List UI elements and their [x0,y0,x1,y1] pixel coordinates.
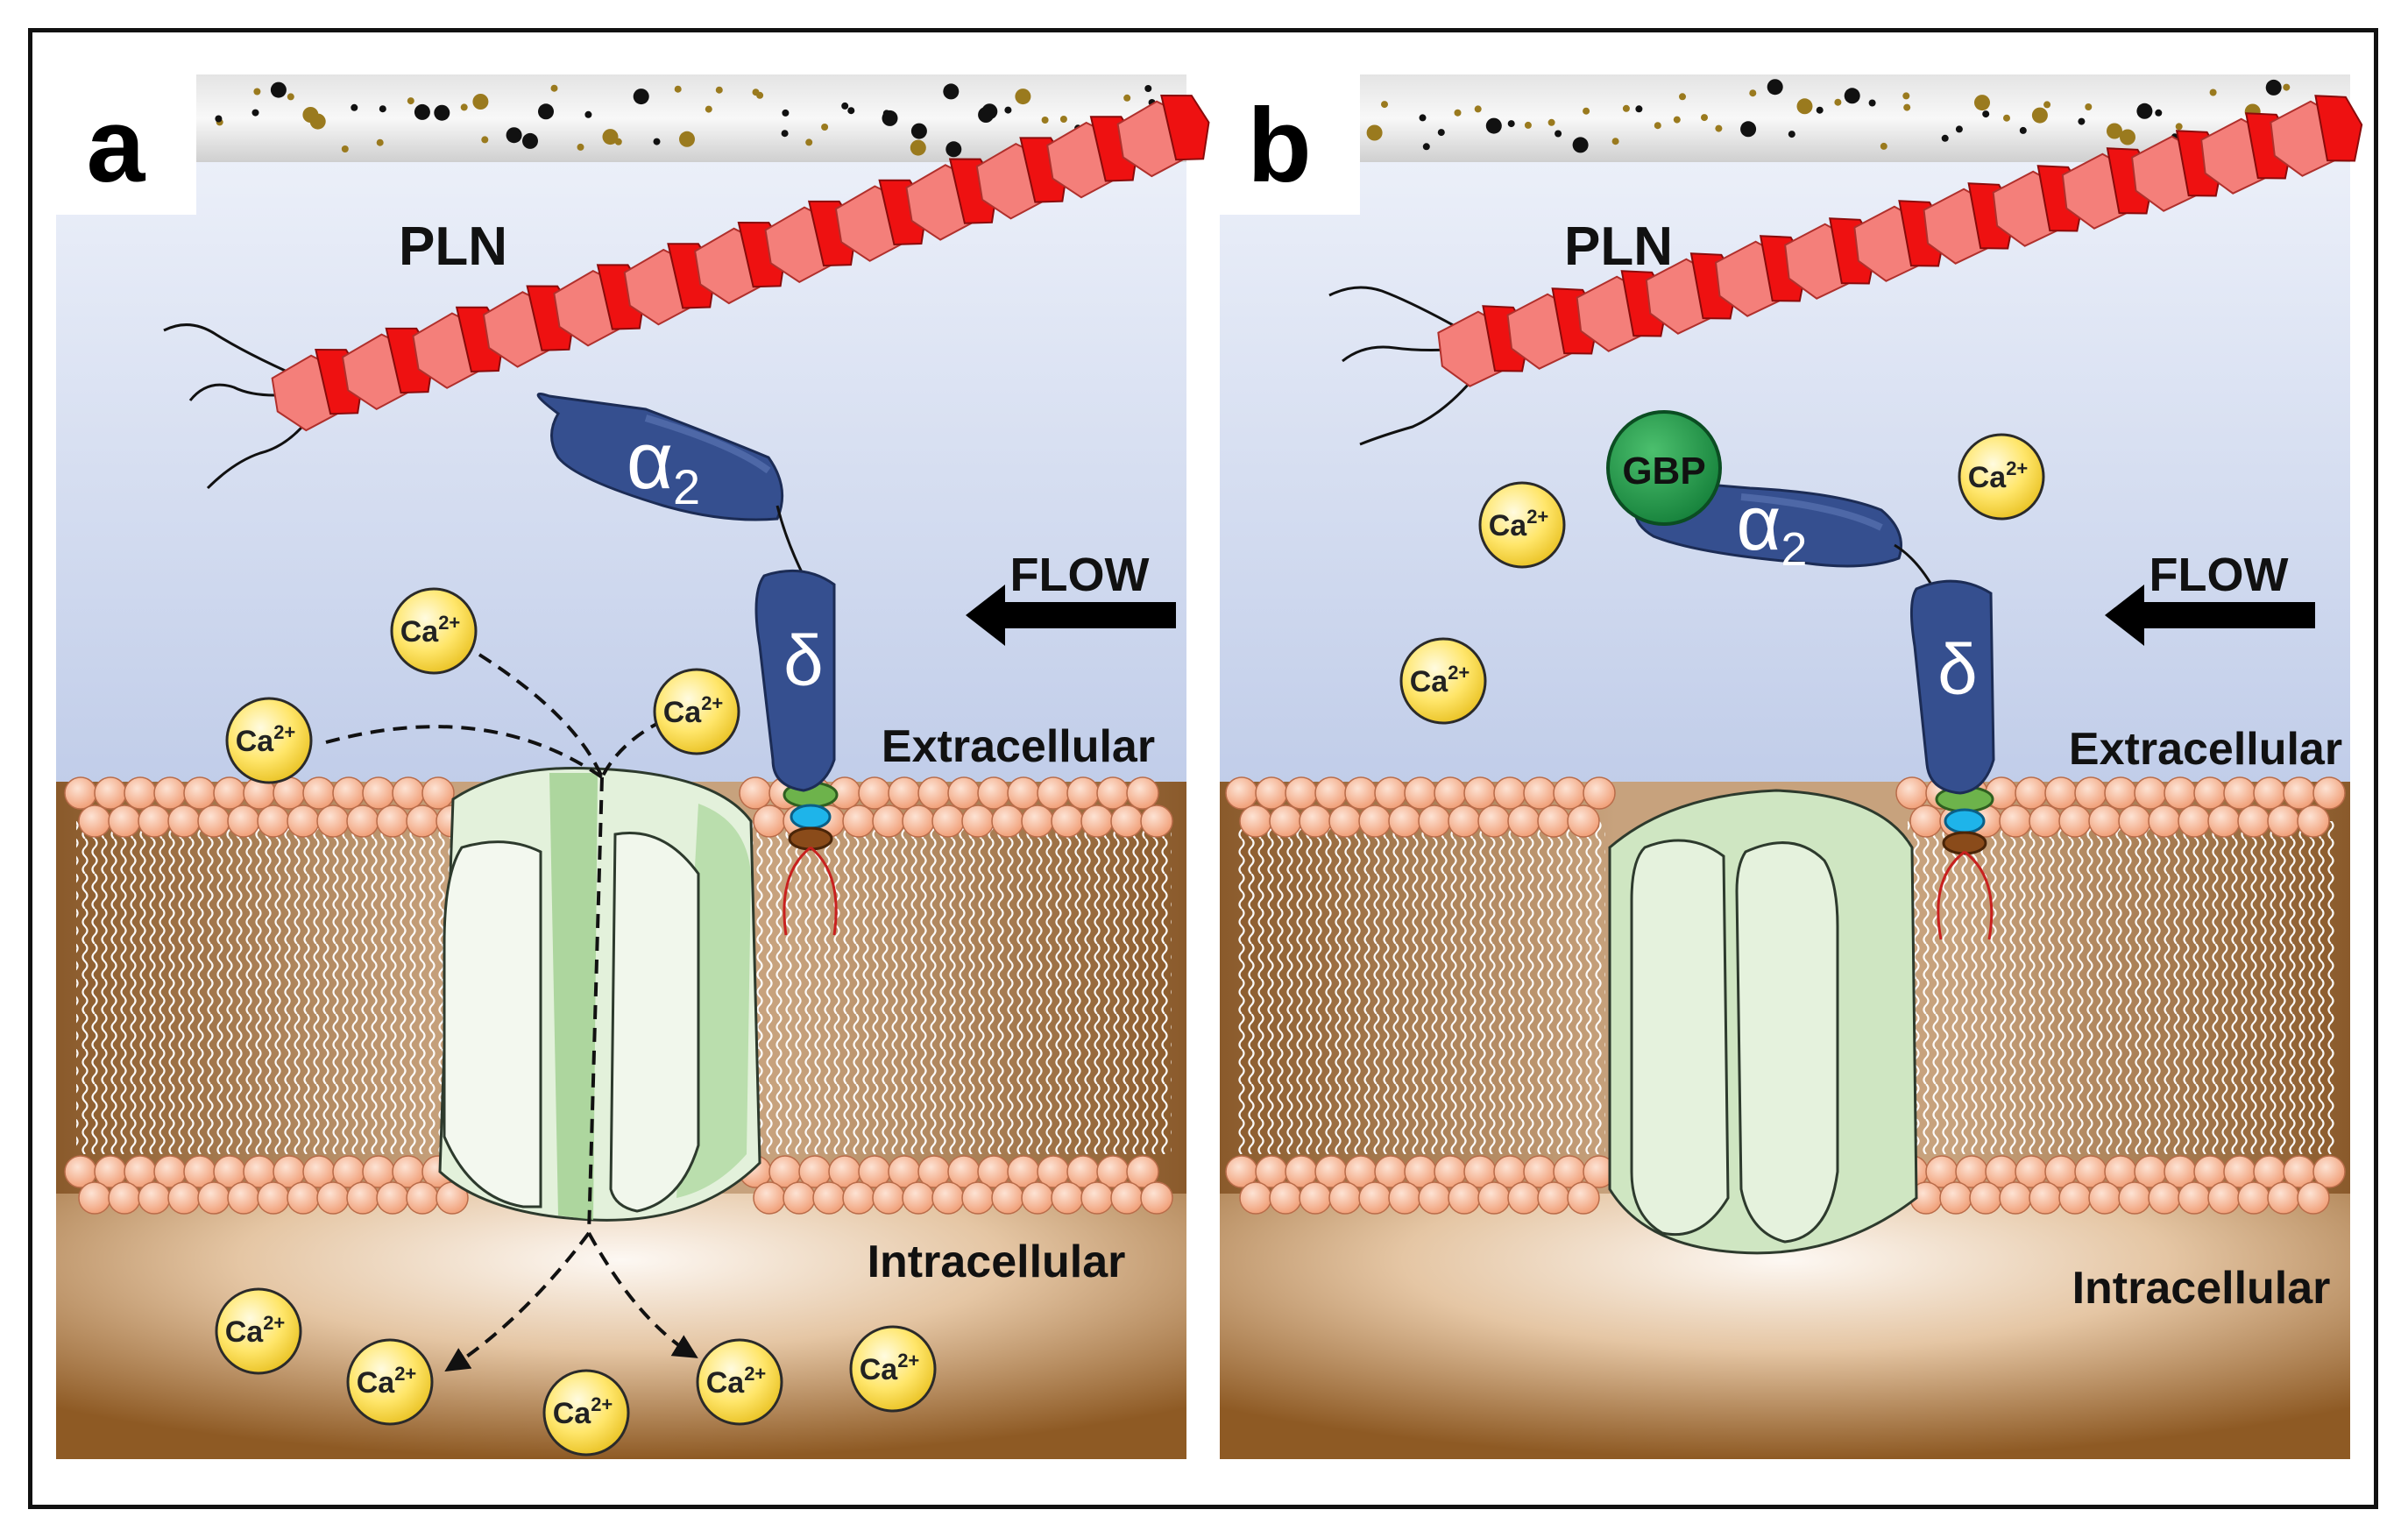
panel-a: a [56,74,1210,1459]
calcium-channel-closed [1608,789,1918,1255]
panel-b: b PLN [1220,74,2363,1459]
alpha2-subunit: α2 [536,393,784,521]
lipid-bilayer-right [1895,776,2346,1215]
flow-label: FLOW [2149,549,2289,601]
calcium-ion: Ca2+ [346,1338,434,1426]
lipid-bilayer-left [1225,776,1616,1215]
calcium-ion: Ca2+ [653,668,740,755]
alpha-delta-linker [776,505,805,577]
svg-text:Ca2+: Ca2+ [553,1393,613,1430]
pln-label: PLN [399,216,507,277]
svg-text:Ca2+: Ca2+ [225,1312,286,1349]
svg-text:Ca2+: Ca2+ [1489,506,1549,542]
gbp-ligand: GBP [1606,410,1722,526]
particle-strip [56,74,1186,162]
calcium-ion: Ca2+ [1399,637,1487,725]
delta-label: δ [783,621,824,701]
membrane-anchor [783,781,839,936]
svg-text:Ca2+: Ca2+ [1968,457,2029,494]
svg-text:Ca2+: Ca2+ [236,721,296,758]
svg-text:Ca2+: Ca2+ [860,1350,920,1386]
figure-frame: a [28,28,2378,1509]
panel-letter-box [56,74,196,215]
flow-label: FLOW [1010,549,1150,601]
flow-arrow [966,585,1176,646]
pln-fiber [163,95,1210,490]
delta-subunit: δ [754,569,836,792]
svg-text:Ca2+: Ca2+ [1410,662,1470,698]
figure-canvas: a [56,74,2363,1459]
svg-text:Ca2+: Ca2+ [400,612,461,649]
calcium-ion: Ca2+ [696,1338,783,1426]
svg-text:Ca2+: Ca2+ [357,1363,417,1400]
calcium-ion: Ca2+ [225,697,313,784]
calcium-ion: Ca2+ [542,1369,630,1456]
svg-text:Ca2+: Ca2+ [663,692,724,729]
calcium-flux-paths [325,653,698,1372]
svg-text:Ca2+: Ca2+ [706,1363,767,1400]
panel-letter: b [1247,87,1311,204]
extracellular-label: Extracellular [882,721,1155,772]
particle-dots [215,82,1193,158]
panel-letter: a [87,87,146,204]
gbp-label: GBP [1622,450,1705,493]
alpha2-label: α2 [1737,479,1808,576]
pln-fiber [1328,95,2363,446]
lipid-bilayer-left [64,776,469,1215]
panel-letter-box [1220,74,1360,215]
calcium-channel-open [438,766,761,1222]
delta-label: δ [1937,630,1978,710]
intracellular-label: Intracellular [868,1237,1126,1287]
calcium-ion: Ca2+ [390,587,478,675]
calcium-ion: Ca2+ [849,1325,937,1413]
calcium-ion: Ca2+ [215,1287,302,1375]
flow-arrow [2105,585,2315,646]
delta-subunit: δ [1909,579,1995,795]
alpha2-label: α2 [627,416,700,514]
calcium-ion: Ca2+ [1958,433,2045,521]
intracellular-label: Intracellular [2072,1263,2331,1314]
membrane-anchor [1935,785,1994,940]
extracellular-label: Extracellular [2069,724,2342,775]
calcium-ion: Ca2+ [1478,481,1566,569]
pln-label: PLN [1564,216,1673,277]
